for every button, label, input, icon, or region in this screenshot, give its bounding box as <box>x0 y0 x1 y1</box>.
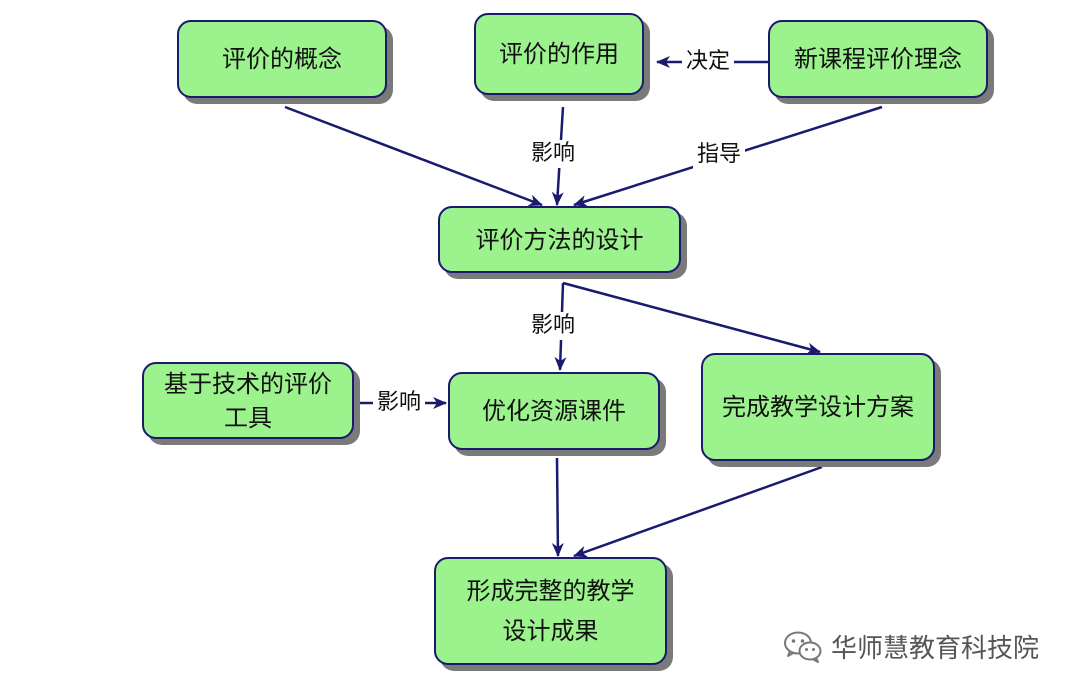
edge-label-influence-3: 影响 <box>373 389 426 417</box>
node-evaluation-role: 评价的作用 <box>474 13 644 95</box>
edge-label-influence-2: 影响 <box>527 312 580 340</box>
edge-label-decide: 决定 <box>682 48 735 76</box>
node-evaluation-concept: 评价的概念 <box>177 20 387 98</box>
edge-label-influence-1: 影响 <box>527 140 580 168</box>
node-tech-evaluation-tools: 基于技术的评价 工具 <box>142 362 354 439</box>
edge-method-to-plan <box>562 281 821 355</box>
node-new-curriculum-philosophy: 新课程评价理念 <box>768 20 988 98</box>
watermark-text: 华师慧教育科技院 <box>831 634 1040 664</box>
node-optimize-resources: 优化资源课件 <box>448 372 660 450</box>
node-complete-teaching-plan: 完成教学设计方案 <box>701 353 935 461</box>
edge-plan-to-result <box>573 465 823 558</box>
node-complete-design-result: 形成完整的教学 设计成果 <box>434 557 667 665</box>
edge-optimize-to-result <box>551 457 564 557</box>
edge-label-guide: 指导 <box>693 141 746 169</box>
edge-concept-to-method <box>284 105 543 207</box>
node-evaluation-method-design: 评价方法的设计 <box>438 206 681 273</box>
watermark: 华师慧教育科技院 <box>783 628 1039 665</box>
wechat-icon <box>783 630 823 664</box>
